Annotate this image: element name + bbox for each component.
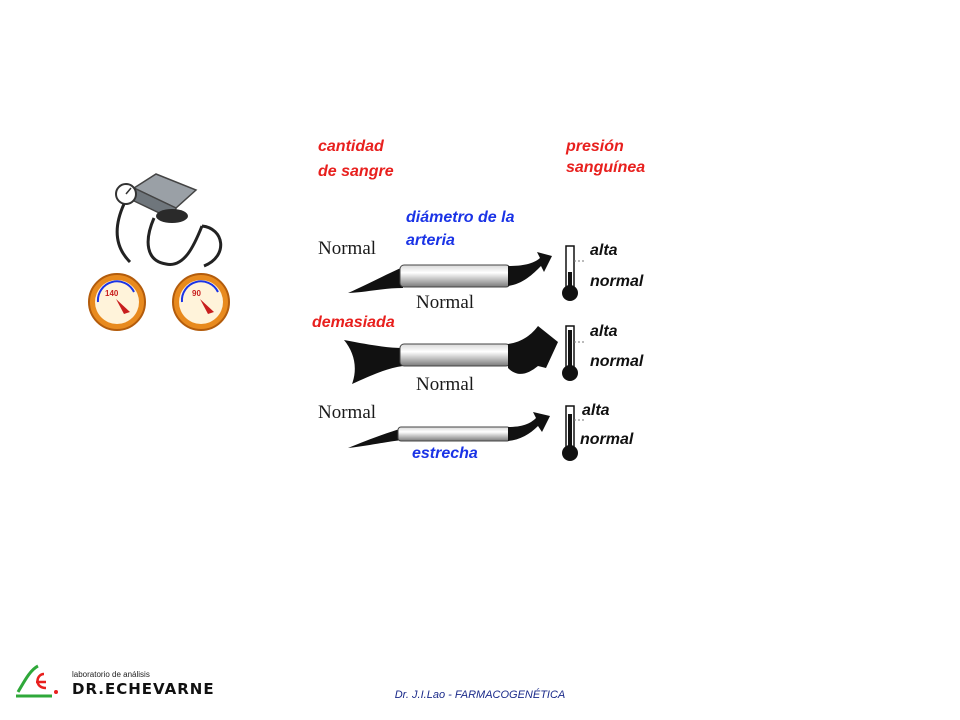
- cuff-icon: [115, 173, 223, 268]
- row2-artery-label: Normal: [416, 374, 474, 395]
- header-blood-quantity: cantidad: [318, 138, 385, 155]
- row3-artery-label: estrecha: [412, 445, 478, 462]
- row1-high-label: alta: [590, 242, 618, 259]
- footer-credit: Dr. J.I.Lao - FARMACOGENÉTICA: [394, 689, 566, 701]
- header-artery-diameter: diámetro de la: [406, 209, 515, 226]
- gauge-diastolic-value: 90: [192, 289, 201, 298]
- row1-inflow-arrow: [348, 267, 403, 293]
- row-excess-blood: demasiada Normal alta normal: [312, 314, 644, 395]
- row3-artery: [397, 426, 511, 442]
- row1-blood-label: Normal: [318, 238, 376, 259]
- header-blood-pressure: presión: [565, 138, 624, 155]
- row-normal: Normal Normal alta normal: [318, 238, 644, 313]
- row2-artery: [399, 343, 511, 367]
- lab-logo-subtitle: laboratorio de análisis: [72, 670, 150, 679]
- row3-blood-label: Normal: [318, 402, 376, 423]
- gauge-systolic-value: 140: [105, 289, 119, 298]
- header-artery-diameter-2: arteria: [406, 232, 455, 249]
- gauge-diastolic-icon: 90: [172, 273, 230, 331]
- row2-inflow-blob: [344, 340, 403, 384]
- row1-artery-label: Normal: [416, 292, 474, 313]
- row2-blood-label: demasiada: [312, 314, 395, 331]
- row3-thermometer-icon: [562, 405, 584, 461]
- lab-logo: laboratorio de análisis DR.ECHEVARNE: [12, 660, 252, 704]
- sphygmomanometer-illustration: 140 90: [88, 173, 230, 331]
- row2-high-label: alta: [590, 323, 618, 340]
- row1-outflow-arrow: [508, 252, 552, 286]
- row-narrow-artery: Normal estrecha alta normal: [318, 402, 634, 462]
- row2-outflow-blob: [508, 326, 558, 374]
- row3-outflow-arrow: [508, 412, 550, 441]
- header-blood-quantity-2: de sangre: [318, 163, 394, 180]
- row1-artery: [399, 264, 511, 288]
- lab-logo-mark-icon: [16, 664, 58, 698]
- row3-inflow-arrow: [348, 428, 403, 448]
- lab-logo-brand: DR.ECHEVARNE: [72, 680, 215, 698]
- row1-low-label: normal: [590, 273, 644, 290]
- blood-pressure-diagram: cantidad de sangre presión sanguínea diá…: [312, 138, 645, 462]
- row2-low-label: normal: [590, 353, 644, 370]
- row2-thermometer-icon: [562, 325, 584, 381]
- row3-low-label: normal: [580, 431, 634, 448]
- gauge-systolic-icon: 140: [88, 273, 146, 331]
- row3-high-label: alta: [582, 402, 610, 419]
- header-blood-pressure-2: sanguínea: [566, 159, 645, 176]
- row1-thermometer-icon: [562, 245, 584, 301]
